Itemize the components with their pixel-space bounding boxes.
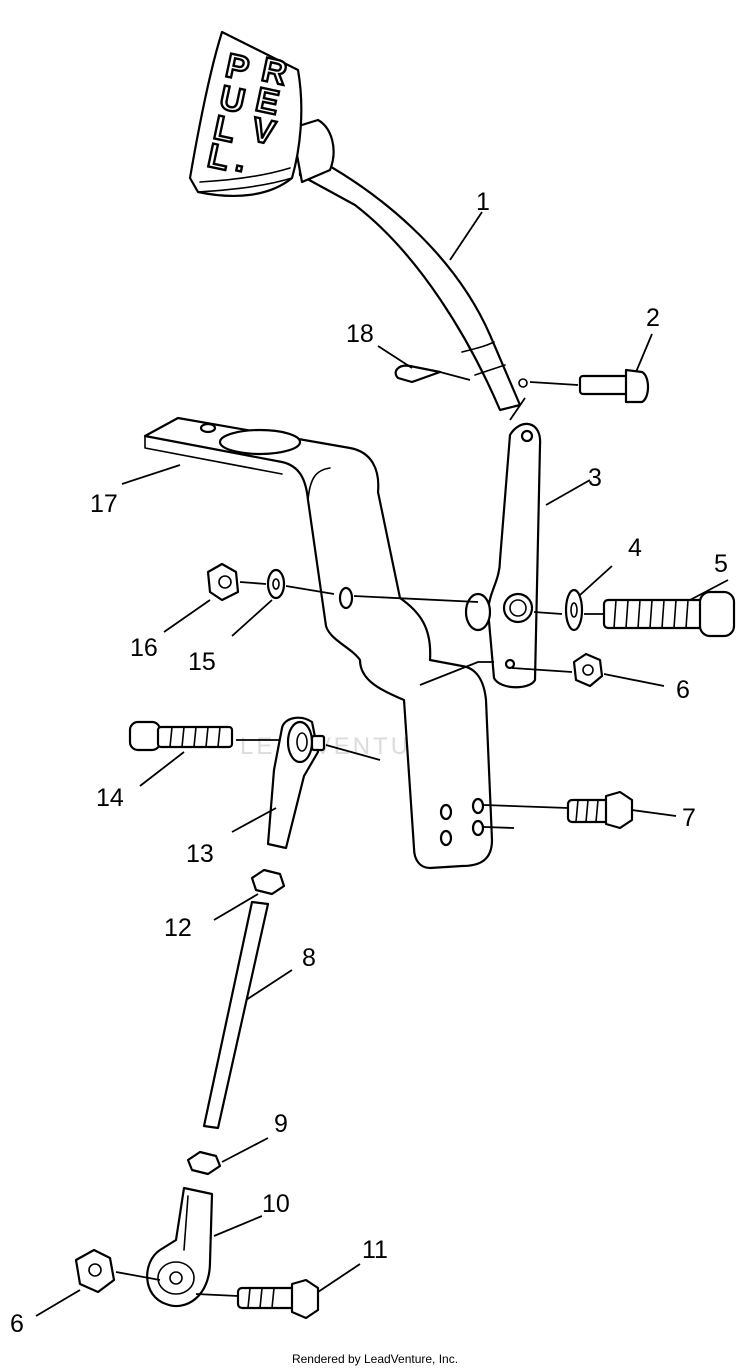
leader-2 [635,333,653,373]
part-6-hex-nut-upper[interactable] [511,652,665,688]
callout-4: 4 [628,534,642,562]
part-4-washer[interactable] [533,565,613,632]
part-11-hex-bolt-lower[interactable] [195,1263,361,1320]
part-16-nut[interactable] [163,562,267,633]
callout-9: 9 [274,1110,288,1138]
footer-credit: Rendered by LeadVenture, Inc. [291,1352,459,1366]
part-6-hex-nut-lower[interactable] [35,1248,161,1317]
callout-1: 1 [476,188,490,216]
callout-labels: 1 2 3 4 5 6 7 8 9 10 11 6 12 13 14 15 16… [10,188,728,1338]
part-18-cotter-pin[interactable] [394,364,471,384]
callout-16: 16 [130,634,158,662]
part-1-pedal-arm[interactable]: P U L L . R E V [188,30,528,412]
callout-8: 8 [302,944,316,972]
callout-6-lower: 6 [10,1310,24,1338]
part-3-link-plate[interactable] [464,397,591,689]
callout-6-upper: 6 [676,676,690,704]
callout-11: 11 [362,1236,388,1264]
part-2-clevis-pin[interactable] [529,368,650,404]
callout-7: 7 [682,804,696,832]
part-14-socket-bolt[interactable] [128,720,280,787]
part-8-threaded-rod[interactable] [202,900,293,1130]
part-9-jam-nut[interactable] [186,1137,269,1176]
callout-2: 2 [646,304,660,332]
callout-5: 5 [714,550,728,578]
part-17-bracket[interactable] [121,416,494,870]
callout-10: 10 [262,1190,290,1218]
part-10-rod-end-lower[interactable] [146,1186,263,1308]
callout-3: 3 [588,464,602,492]
callout-17: 17 [90,490,118,518]
callout-14: 14 [96,784,124,812]
part-5-socket-bolt[interactable] [584,579,736,638]
part-12-jam-nut[interactable] [213,868,286,921]
part-7-hex-bolt[interactable] [483,790,677,830]
part-15-flat-washer[interactable] [231,568,335,637]
callout-18: 18 [346,320,374,348]
callout-12: 12 [164,914,192,942]
part-13-rod-end[interactable] [231,716,381,850]
leader-1 [449,211,483,261]
callout-13: 13 [186,840,214,868]
leader-18 [377,345,413,369]
callout-15: 15 [188,648,216,676]
